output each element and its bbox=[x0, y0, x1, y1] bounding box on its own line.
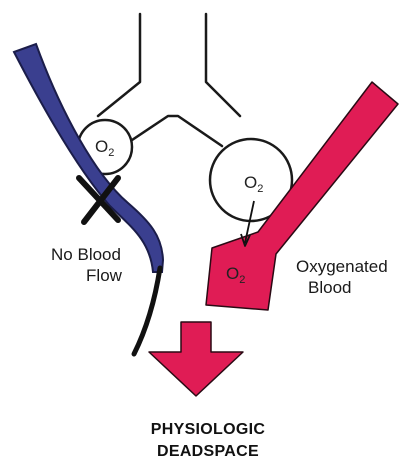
o2-label-blood: O2 bbox=[226, 263, 245, 291]
no-blood-flow-label: No Blood Flow bbox=[38, 244, 134, 286]
capillary-tail bbox=[134, 268, 160, 354]
no-blood-flow-line2: Flow bbox=[74, 265, 134, 286]
oxygenated-blood-line2: Blood bbox=[308, 277, 388, 298]
oxygenated-blood-line1: Oxygenated bbox=[296, 256, 388, 277]
diagram-title-line1: PHYSIOLOGIC bbox=[108, 420, 308, 440]
o2-label-right-alveolus: O2 bbox=[244, 172, 263, 200]
result-arrow bbox=[149, 322, 243, 396]
o2-label-left-alveolus: O2 bbox=[95, 136, 114, 164]
diagram-title-line2: DEADSPACE bbox=[108, 442, 308, 462]
oxygenated-blood-label: Oxygenated Blood bbox=[296, 256, 388, 298]
no-blood-flow-line1: No Blood bbox=[38, 244, 134, 265]
